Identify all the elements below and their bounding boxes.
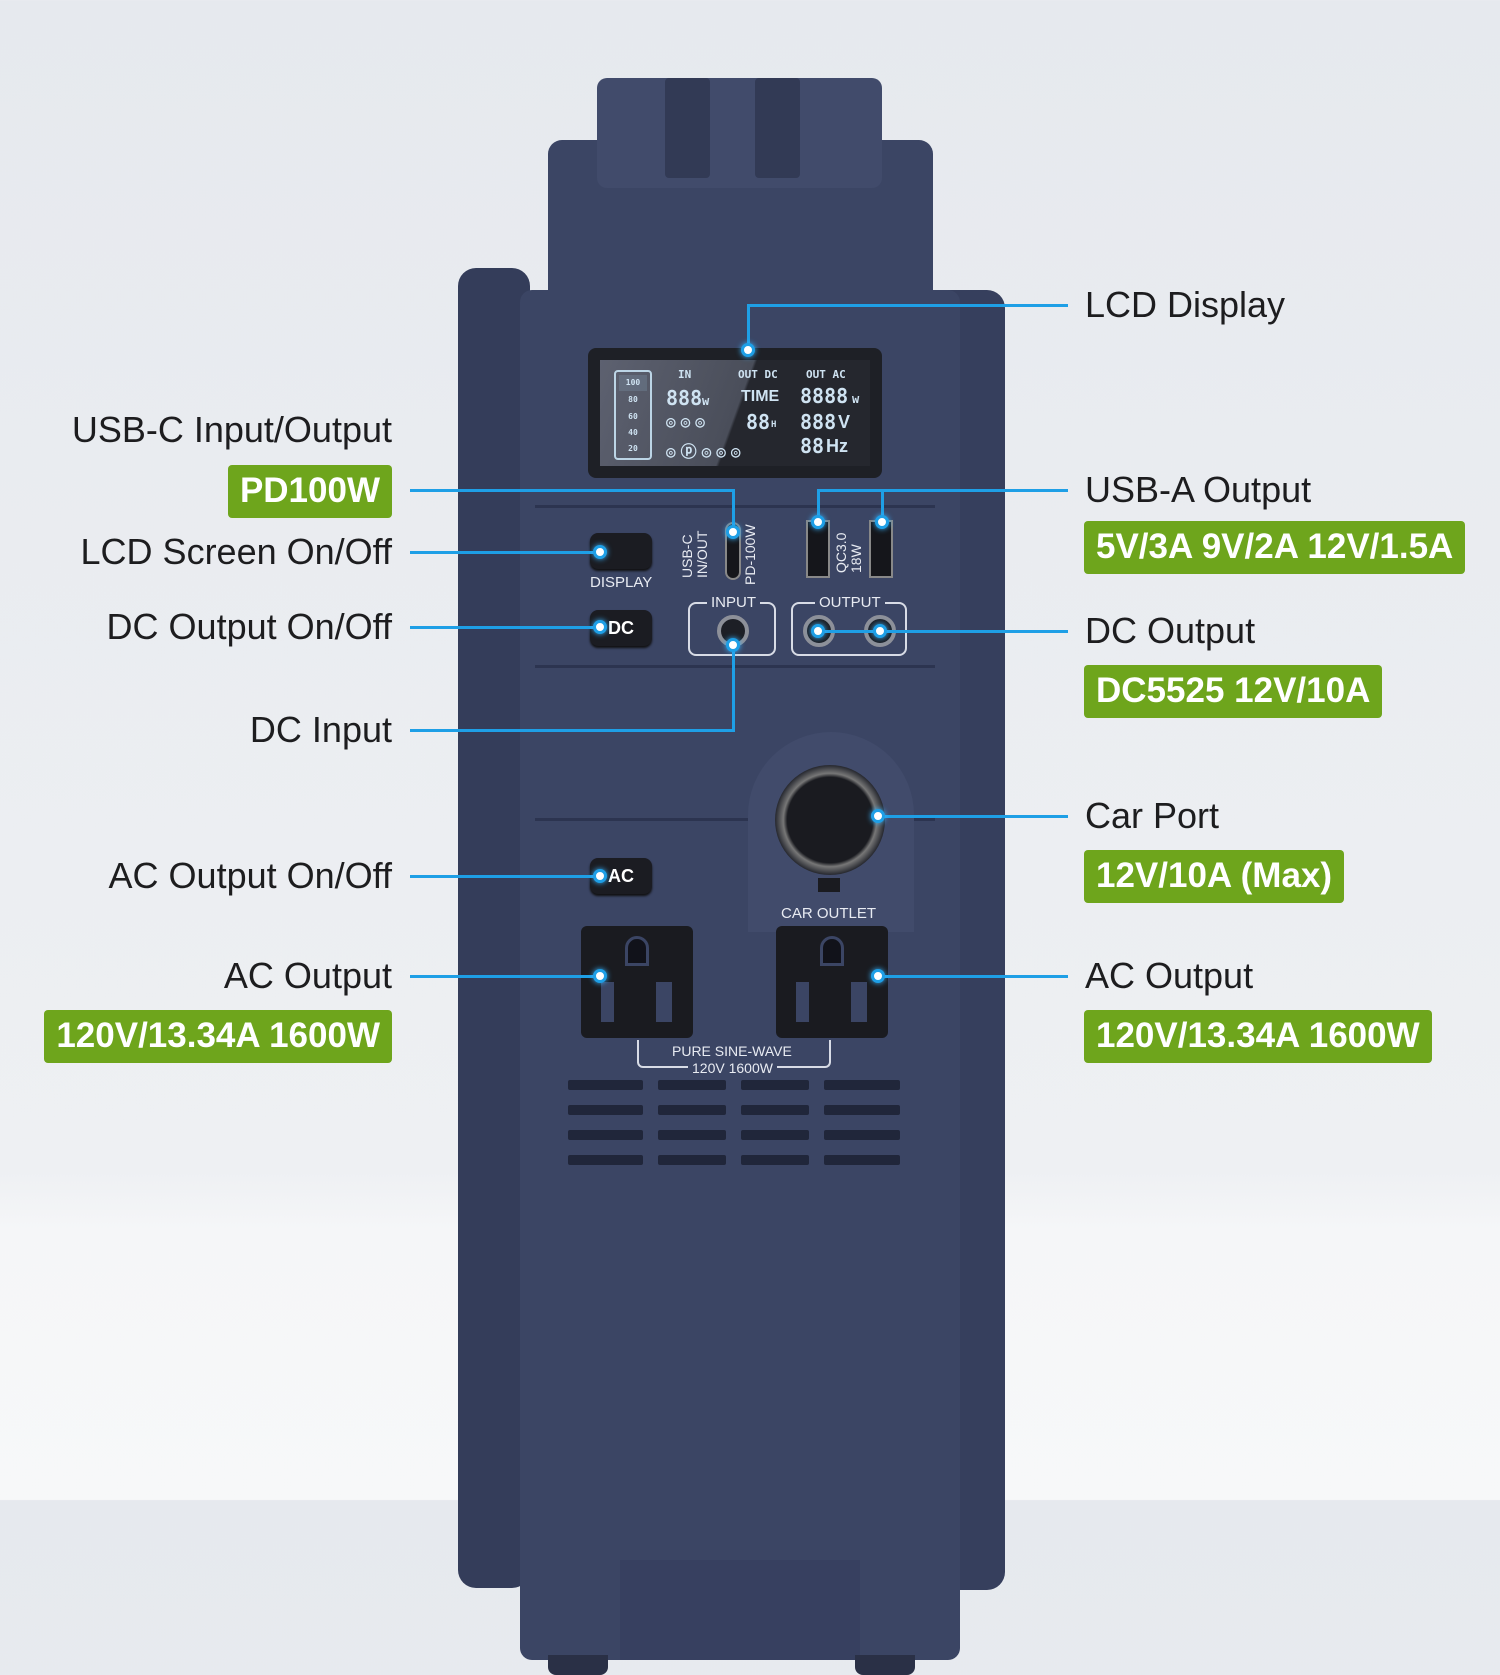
dc-output-badge: DC5525 12V/10A — [1084, 665, 1383, 718]
qc-label-line: QC3.0 — [833, 532, 849, 573]
dc-output-label: DC Output — [1085, 610, 1256, 651]
lcd-display: 100 80 60 40 20 IN OUT DC OUT AC 888 w T… — [588, 348, 882, 478]
qc-label-line: 18W — [848, 544, 864, 573]
battery-level: 60 — [628, 412, 638, 421]
car-port-label: Car Port — [1085, 795, 1220, 836]
lcd-ac-watts: 8888 — [800, 384, 849, 408]
usbc-power-label: PD-100W — [742, 524, 758, 585]
lcd-onoff-label: LCD Screen On/Off — [80, 531, 392, 572]
bottom-ribs — [620, 1560, 860, 1660]
lcd-hours: 88 — [746, 410, 771, 434]
handle-groove — [665, 78, 710, 178]
ac-outlet-2[interactable] — [776, 926, 888, 1038]
dc-input-label: DC Input — [249, 709, 392, 750]
input-label: INPUT — [707, 594, 760, 611]
car-port-badge: 12V/10A (Max) — [1084, 850, 1345, 903]
ac-output-right-label: AC Output — [1085, 955, 1254, 996]
lcd-status-icons: ◎◎◎ — [666, 412, 710, 431]
battery-level: 20 — [628, 444, 638, 453]
dc-onoff-label: DC Output On/Off — [106, 606, 392, 647]
foot — [855, 1655, 915, 1675]
lcd-in: IN — [678, 368, 692, 381]
usbc-spec-badge: PD100W — [227, 465, 392, 518]
car-port-cap — [818, 878, 840, 892]
foot — [548, 1655, 608, 1675]
usbc-label-line: USB-C — [679, 534, 695, 578]
lcd-unit: Hz — [826, 436, 848, 456]
ac-output-right-badge: 120V/13.34A 1600W — [1084, 1010, 1432, 1063]
ac-output-left-label: AC Output — [223, 955, 392, 996]
display-label: DISPLAY — [590, 574, 653, 591]
handle-top — [597, 78, 882, 188]
lcd-volts: 888 — [800, 410, 837, 434]
lcd-in-watts: 888 — [666, 386, 703, 410]
car-outlet-label: CAR OUTLET — [781, 905, 877, 922]
usb-a-port-2[interactable] — [869, 520, 893, 578]
usbc-io-label: USB-C Input/Output — [71, 409, 392, 450]
usba-output-label: USB-A Output — [1085, 469, 1312, 510]
lcd-unit: H — [771, 420, 777, 430]
lcd-out-ac: OUT AC — [806, 368, 846, 381]
output-label: OUTPUT — [815, 594, 885, 611]
car-port[interactable] — [775, 765, 885, 875]
battery-icon: 100 80 60 40 20 — [614, 370, 652, 460]
lcd-display-label: LCD Display — [1085, 284, 1286, 325]
lcd-out-dc: OUT DC — [738, 368, 778, 381]
usb-a-port-1[interactable] — [806, 520, 830, 578]
ac-output-left-badge: 120V/13.34A 1600W — [44, 1010, 392, 1063]
usba-spec-badge: 5V/3A 9V/2A 12V/1.5A — [1084, 521, 1466, 574]
battery-level: 100 — [619, 375, 647, 391]
panel-divider — [535, 665, 935, 668]
lcd-unit: w — [852, 392, 860, 406]
panel-divider — [535, 505, 935, 508]
lcd-unit: w — [702, 394, 710, 408]
lcd-mode-icons: ◎ⓟ◎◎◎ — [666, 442, 746, 461]
left-bumper — [458, 268, 530, 1588]
lcd-time: TIME — [741, 388, 780, 405]
lcd-unit: V — [838, 412, 851, 432]
ac-onoff-label: AC Output On/Off — [108, 855, 392, 896]
battery-level: 40 — [628, 428, 638, 437]
panel-divider — [535, 818, 935, 821]
lcd-hz: 88 — [800, 434, 825, 458]
usbc-label-line: IN/OUT — [694, 530, 710, 578]
sine-rating-label: 120V 1600W — [688, 1060, 777, 1076]
battery-level: 80 — [628, 395, 638, 404]
ac-outlet-1[interactable] — [581, 926, 693, 1038]
handle-groove — [755, 78, 800, 178]
sine-label: PURE SINE-WAVE — [672, 1043, 792, 1059]
